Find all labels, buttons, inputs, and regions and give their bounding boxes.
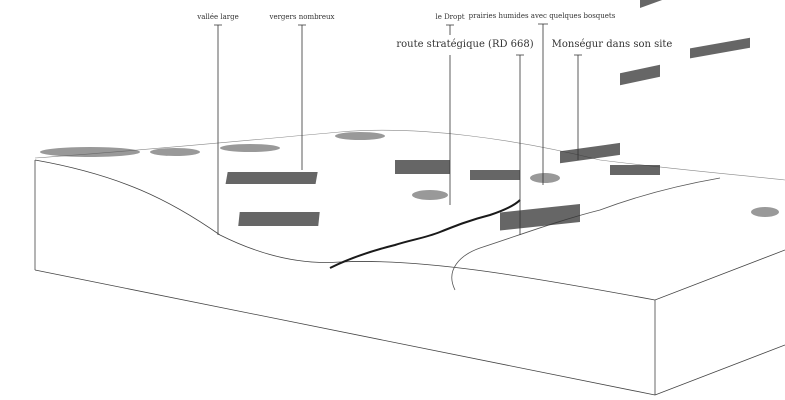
orchard (225, 172, 318, 184)
orchard (500, 204, 580, 231)
label-route-strategique: route stratégique (RD 668) (396, 39, 534, 50)
orchard (395, 160, 450, 174)
orchard (620, 64, 660, 86)
orchard (560, 142, 620, 164)
orchard (690, 37, 750, 59)
orchard (640, 0, 720, 9)
block-right-bottom-edge (654, 344, 785, 396)
block-top-profile (34, 159, 785, 301)
orchard-blocks (225, 0, 750, 231)
block-bottom-edge (34, 269, 656, 396)
horizon-line (34, 129, 785, 181)
orchard (238, 212, 320, 226)
leader-lines (214, 23, 582, 235)
label-vergers-nombreux: vergers nombreux (269, 13, 335, 21)
label-prairies-humides: prairies humides avec quelques bosquets (468, 12, 616, 20)
label-monsegur: Monségur dans son site (551, 39, 673, 50)
tree-rows-horizon (40, 132, 779, 217)
road-rd668 (451, 177, 721, 291)
orchard (610, 165, 660, 175)
label-vallee-large: vallée large (197, 13, 239, 21)
orchard (470, 170, 520, 180)
river-dropt (329, 199, 521, 269)
label-le-dropt: le Dropt (435, 13, 465, 21)
